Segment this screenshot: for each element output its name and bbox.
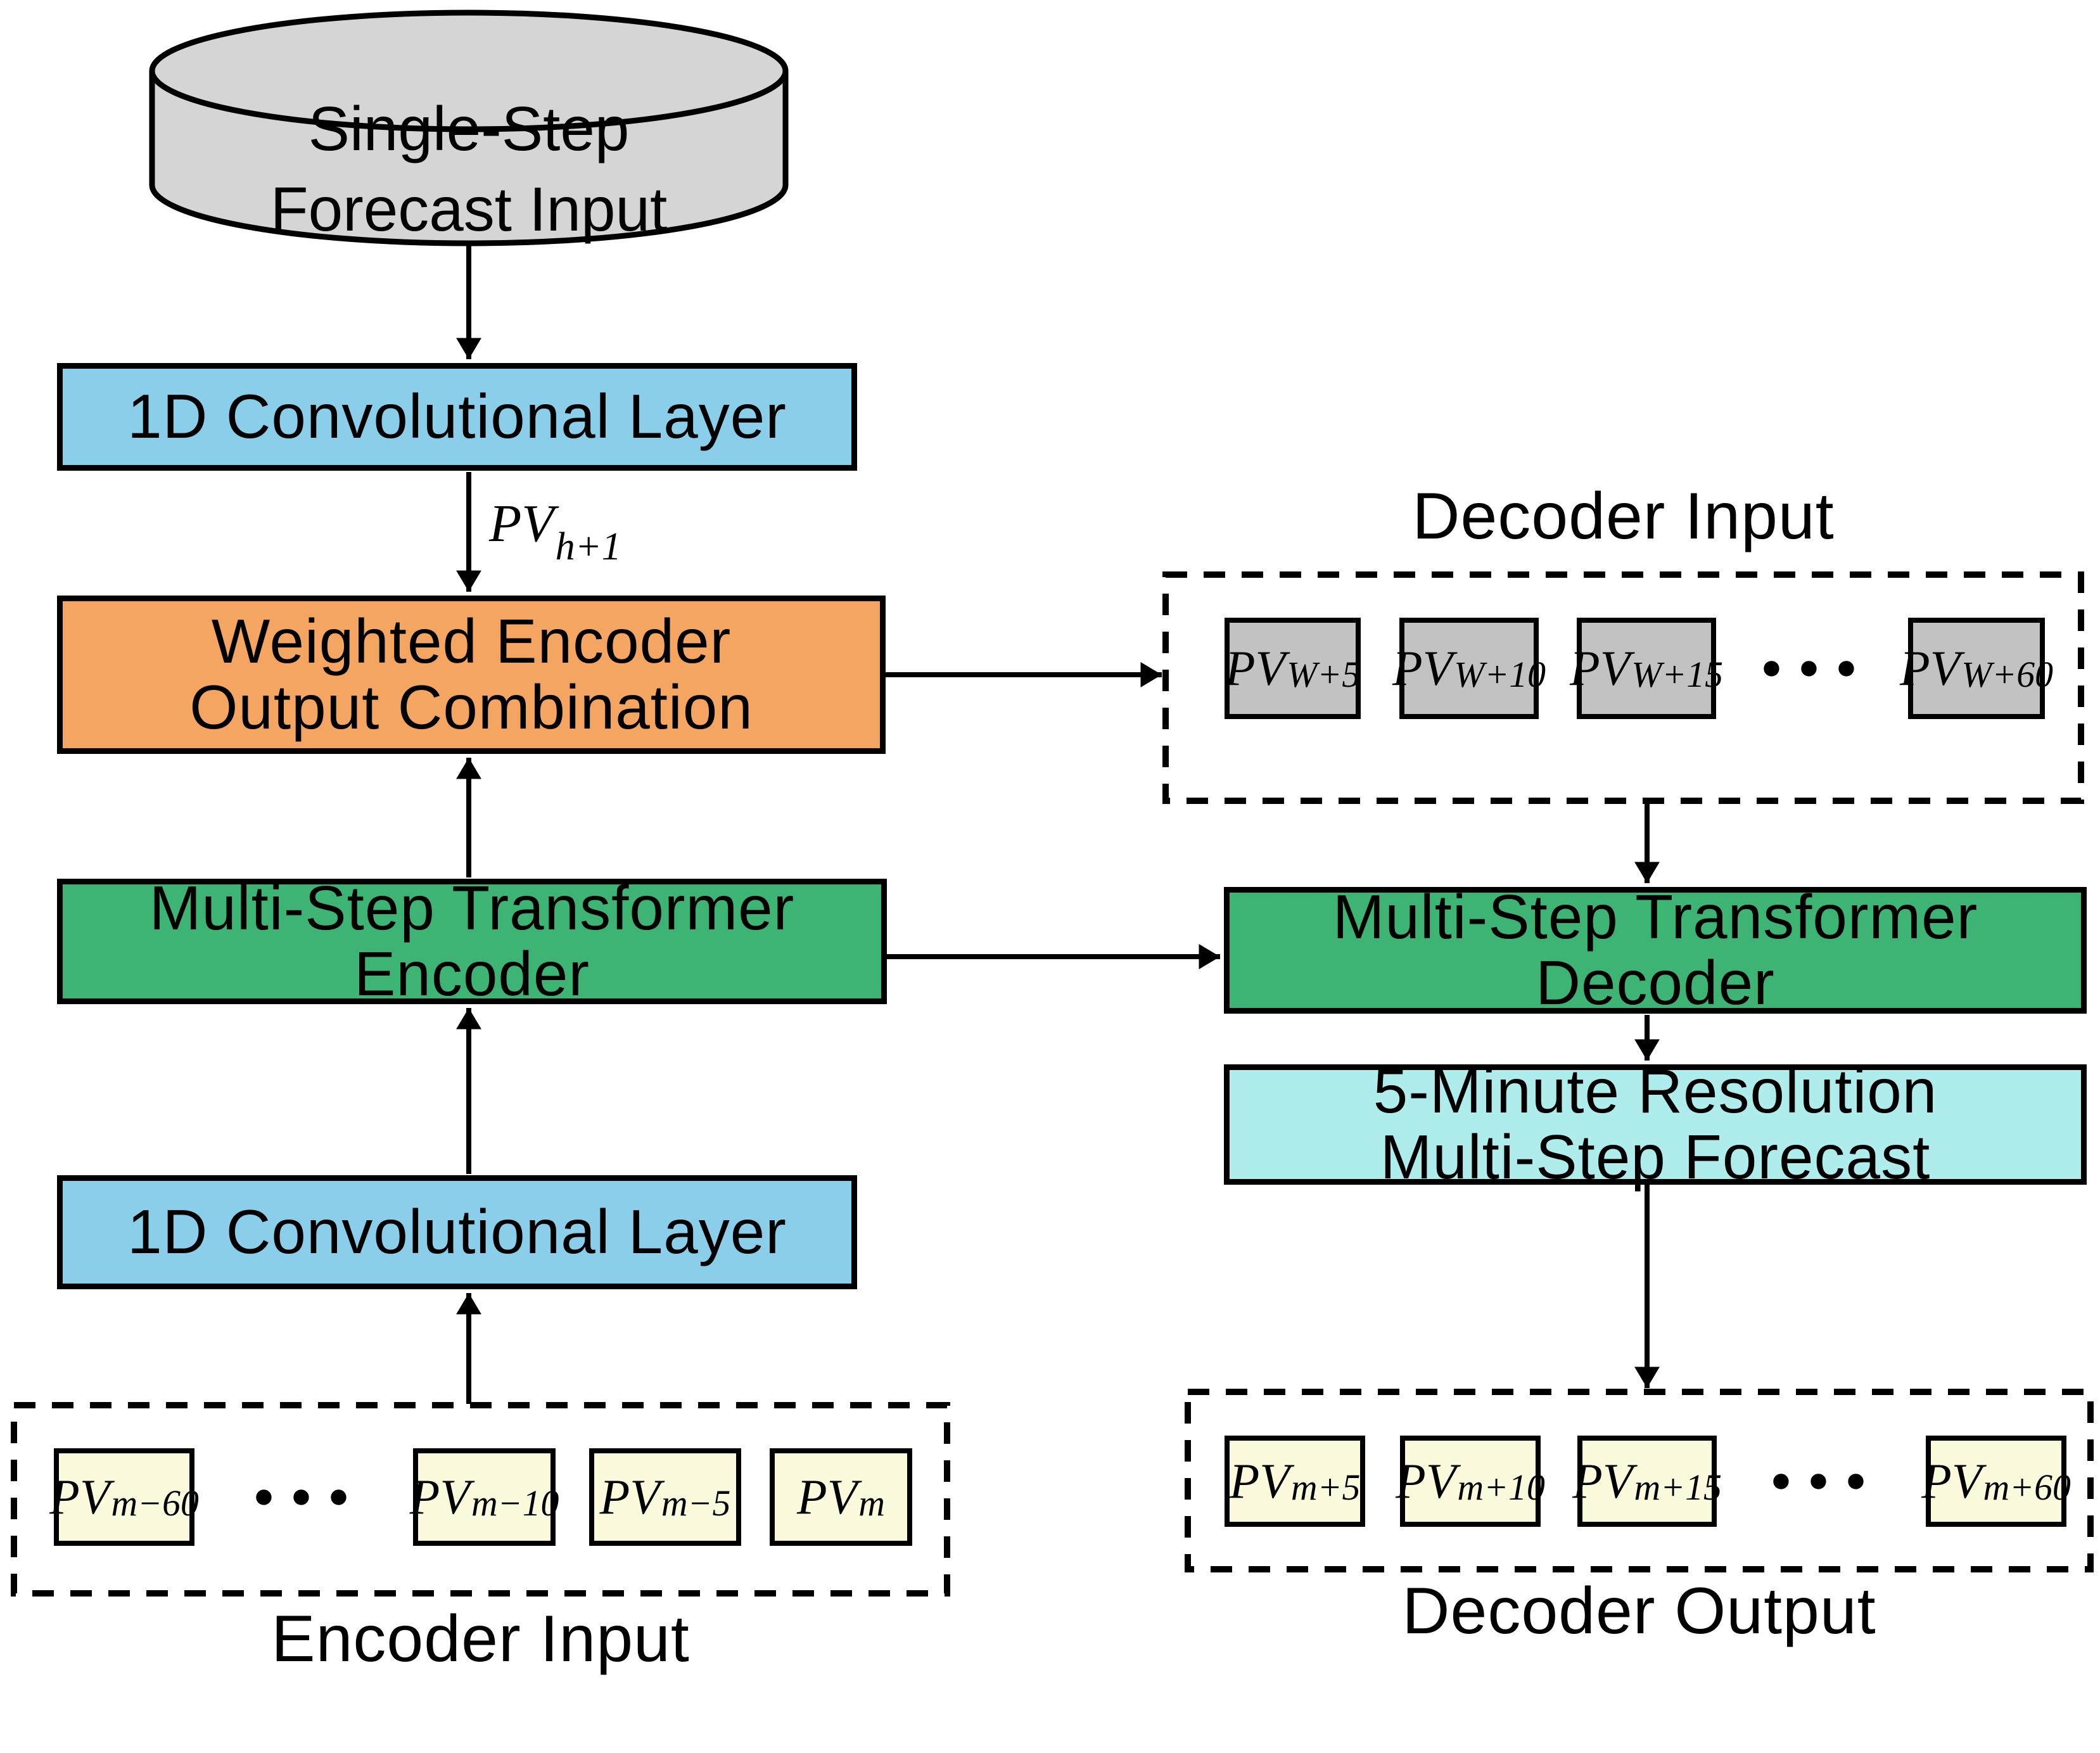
cylinder-top: [149, 10, 789, 132]
decoder-output-dashed-box: [1185, 1389, 2094, 1572]
cylinder-line1: Single-Step: [308, 94, 630, 163]
token-sub: W+10: [1454, 654, 1546, 695]
forecast-line2: Multi-Step Forecast: [1380, 1122, 1931, 1192]
conv-layer-bottom-label: 1D Convolutional Layer: [127, 1197, 787, 1267]
encoder-input-title: Encoder Input: [271, 1602, 690, 1676]
pv-h1-sub: h+1: [555, 525, 621, 568]
token-sub: m−60: [111, 1483, 199, 1524]
token-sub: W+5: [1287, 654, 1361, 695]
decoder-line2: Decoder: [1536, 948, 1775, 1017]
token-base: PV: [1396, 1453, 1456, 1508]
token-base: PV: [1225, 641, 1286, 696]
token-base: PV: [1229, 1453, 1290, 1508]
forecast-line1: 5-Minute Resolution: [1373, 1056, 1938, 1126]
token-base: PV: [1569, 641, 1631, 696]
token-sub: m+60: [1983, 1467, 2071, 1508]
token-base: PV: [1899, 641, 1961, 696]
token-sub: m: [858, 1483, 885, 1524]
weighted-encoder-output-combination-box: Weighted Encoder Output Combination: [57, 596, 886, 754]
transformer-encoder-box: Multi-Step Transformer Encoder: [57, 873, 887, 1009]
token-base: PV: [1921, 1453, 1982, 1508]
token-base: PV: [1392, 641, 1453, 696]
conv-layer-top-label: 1D Convolutional Layer: [127, 381, 787, 452]
encoder-input-ellipsis: ···: [248, 1444, 360, 1550]
token-sub: m−10: [471, 1483, 559, 1524]
weighted-line2: Output Combination: [189, 672, 753, 742]
encoder-line1: Multi-Step Transformer: [149, 873, 795, 943]
token-base: PV: [599, 1469, 660, 1524]
encoder-input-dashed-box: [11, 1402, 950, 1597]
transformer-decoder-box: Multi-Step Transformer Decoder: [1224, 882, 2087, 1017]
decoder-output-title: Decoder Output: [1402, 1574, 1876, 1648]
conv-layer-top-box: 1D Convolutional Layer: [57, 363, 857, 471]
decoder-output-ellipsis: ···: [1765, 1429, 1878, 1534]
decoder-input-title: Decoder Input: [1412, 479, 1835, 553]
token-sub: m+10: [1457, 1467, 1545, 1508]
weighted-line1: Weighted Encoder: [211, 606, 732, 677]
token-sub: m+5: [1290, 1467, 1361, 1508]
single-step-forecast-input-cylinder-label: Single-Step Forecast Input: [152, 89, 786, 250]
cylinder-line2: Forecast Input: [270, 174, 668, 245]
conv-layer-bottom-box: 1D Convolutional Layer: [57, 1175, 857, 1289]
decoder-line1: Multi-Step Transformer: [1332, 882, 1978, 952]
token-base: PV: [409, 1469, 470, 1524]
token-base: PV: [1572, 1453, 1633, 1508]
decoder-input-dashed-box: [1162, 571, 2084, 804]
token-base: PV: [49, 1469, 110, 1524]
forecast-box: 5-Minute Resolution Multi-Step Forecast: [1224, 1058, 2087, 1190]
token-sub: W+60: [1961, 654, 2054, 695]
token-base: PV: [797, 1469, 858, 1524]
token-sub: W+15: [1631, 654, 1724, 695]
token-sub: m−5: [661, 1483, 731, 1524]
decoder-input-ellipsis: ···: [1755, 616, 1868, 721]
encoder-line2: Encoder: [353, 939, 590, 1009]
token-sub: m+15: [1634, 1467, 1722, 1508]
pv-h1-base: PV: [489, 494, 554, 553]
pv-h-plus-1-label: PVh+1: [489, 493, 621, 568]
